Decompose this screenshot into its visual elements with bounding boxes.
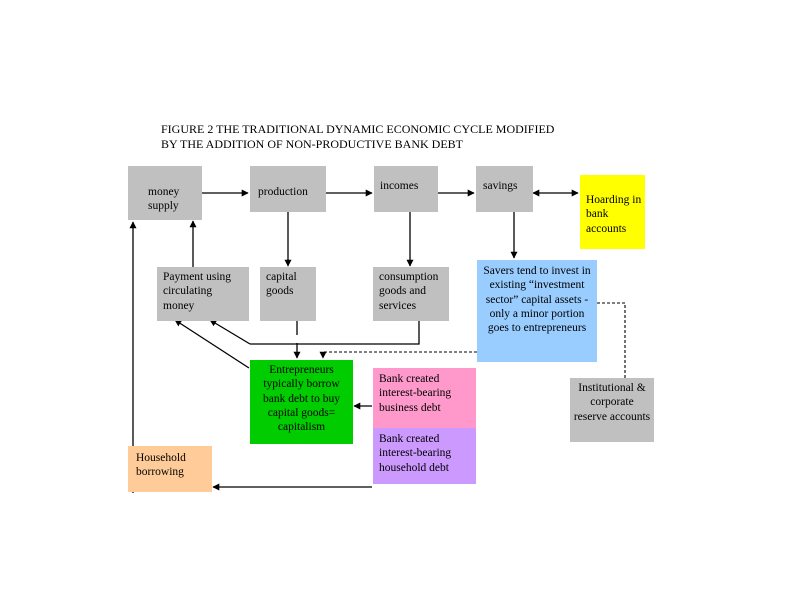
node-incomes-label: incomes [380,180,419,192]
node-savers: Savers tend to invest in existing “inves… [477,260,597,362]
node-production: production [250,166,326,212]
node-institutional-label: Institutional & corporate reserve accoun… [573,382,651,423]
dashed-savers-to-institutional [597,302,629,389]
arrow-to-payment [209,319,251,345]
node-bank-business-debt-label: Bank created interest-bearing business d… [379,373,452,414]
figure-title-line-1: FIGURE 2 THE TRADITIONAL DYNAMIC ECONOMI… [161,122,555,136]
node-bank-household-debt-label: Bank created interest-bearing household … [379,433,452,474]
node-entrepreneurs: Entrepreneurs typically borrow bank debt… [250,360,353,444]
node-entrepreneurs-label: Entrepreneurs typically borrow bank debt… [263,364,340,434]
node-bank-household-debt: Bank created interest-bearing household … [373,428,476,484]
figure-title: FIGURE 2 THE TRADITIONAL DYNAMIC ECONOMI… [161,122,554,152]
node-payment-label: Payment using circulating money [163,271,232,312]
node-capital-goods-label: capital goods [266,271,297,298]
node-savers-label: Savers tend to invest in existing “inves… [483,265,591,335]
node-hoarding: Hoarding in bank accounts [580,175,645,249]
figure-title-line-2: BY THE ADDITION OF NON-PRODUCTIVE BANK D… [161,137,463,151]
node-household-borrowing: Household borrowing [128,446,212,492]
dashed-savers-to-entrepreneurs [319,351,477,359]
node-money-supply-label: money supply [148,186,180,213]
node-consumption: consumption goods and services [373,267,449,321]
node-hoarding-label: Hoarding in bank accounts [586,194,642,235]
node-household-borrowing-label: Household borrowing [136,452,186,479]
node-payment: Payment using circulating money [157,267,249,321]
node-incomes: incomes [374,166,438,212]
arrow-entrepreneurs-to-payment [174,319,250,369]
line-consumption-to-payment [250,320,420,345]
node-money-supply: money supply [128,166,202,220]
node-bank-business-debt: Bank created interest-bearing business d… [373,368,476,428]
node-institutional: Institutional & corporate reserve accoun… [570,378,654,442]
node-production-label: production [258,186,308,198]
node-consumption-label: consumption goods and services [379,271,439,312]
node-savings: savings [476,166,533,212]
node-capital-goods: capital goods [260,267,316,321]
node-savings-label: savings [483,180,518,192]
